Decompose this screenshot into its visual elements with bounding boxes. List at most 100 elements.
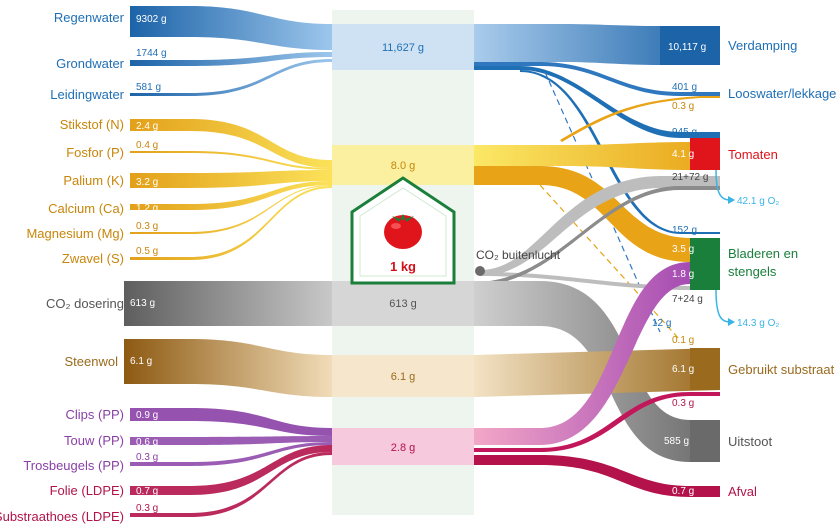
flow-nutrients-substraat	[539, 184, 681, 341]
label-substraat: Gebruikt substraat	[728, 362, 835, 377]
label-grondwater: Grondwater	[56, 56, 125, 71]
value-looswater-nutr: 0.3 g	[672, 101, 694, 112]
value-trosbeugels: 0.3 g	[136, 452, 158, 463]
value-regenwater: 9302 g	[136, 14, 167, 25]
node-uitstoot	[690, 420, 720, 462]
flow-co2-dosering	[124, 281, 332, 326]
co2-outside-label: CO₂ buitenlucht	[476, 248, 561, 262]
value-afval: 0.7 g	[672, 486, 694, 497]
value-bladeren-nutr: 3.5 g	[672, 244, 694, 255]
value-tomaten-water: 945 g	[672, 127, 697, 138]
value-stikstof: 2.4 g	[136, 121, 158, 132]
flow-grondwater	[130, 52, 332, 66]
value-verdamping: 10,117 g	[668, 42, 706, 53]
center-water-box	[332, 24, 474, 70]
flow-nutrients-tomaten	[474, 142, 720, 170]
center-steenwol-value: 6.1 g	[391, 371, 415, 383]
label-trosbeugels: Trosbeugels (PP)	[23, 458, 124, 473]
center-product-value: 1 kg	[390, 259, 416, 274]
label-bladeren-1: Bladeren en	[728, 246, 798, 261]
flow-folie	[130, 445, 332, 495]
node-afval	[690, 486, 720, 497]
flow-steenwol-substraat	[474, 348, 720, 397]
label-verdamping: Verdamping	[728, 38, 797, 53]
flow-steenwol	[124, 339, 332, 397]
label-stikstof: Stikstof (N)	[60, 117, 124, 132]
value-magnesium: 0.3 g	[136, 221, 158, 232]
value-substraat-water: 12 g	[652, 318, 671, 329]
center-co2-value: 613 g	[389, 298, 417, 310]
value-substraat-main: 6.1 g	[672, 364, 694, 375]
label-tomaten: Tomaten	[728, 147, 778, 162]
value-calcium: 1.2 g	[136, 203, 158, 214]
value-palium: 3.2 g	[136, 177, 158, 188]
value-zwavel: 0.5 g	[136, 246, 158, 257]
flow-stikstof	[130, 119, 332, 168]
flow-calcium	[130, 181, 332, 210]
value-tomaten-co2: 21+72 g	[672, 172, 708, 183]
flow-looswater-water	[474, 62, 720, 96]
label-steenwol: Steenwol	[65, 354, 119, 369]
flow-fosfor	[130, 151, 332, 170]
flow-co2-outside-tomaten	[480, 176, 720, 276]
label-clips: Clips (PP)	[65, 407, 124, 422]
value-folie: 0.7 g	[136, 486, 158, 497]
label-folie: Folie (LDPE)	[50, 483, 124, 498]
flow-regenwater	[130, 6, 332, 50]
o2-arrowhead-tomaten	[728, 196, 735, 204]
center-co2-box	[332, 281, 474, 326]
label-uitstoot: Uitstoot	[728, 434, 772, 449]
flow-uitstoot	[474, 281, 720, 462]
node-bladeren	[690, 238, 720, 290]
o2-tomaten: 42.1 g O₂	[737, 196, 779, 207]
label-palium: Palium (K)	[63, 173, 124, 188]
flow-leidingwater	[130, 59, 332, 96]
value-substraathoes: 0.3 g	[136, 503, 158, 514]
o2-arrowhead-bladeren	[728, 318, 735, 326]
flow-zwavel	[130, 186, 332, 260]
value-tomaten-nutr: 4.1 g	[672, 149, 694, 160]
center-nutrient-value: 8.0 g	[391, 160, 415, 172]
value-co2-dosering: 613 g	[130, 298, 155, 309]
center-water-value: 11,627 g	[382, 42, 424, 54]
node-substraat	[690, 348, 720, 390]
label-zwavel: Zwavel (S)	[62, 251, 124, 266]
label-calcium: Calcium (Ca)	[48, 201, 124, 216]
value-bladeren-co2: 7+24 g	[672, 294, 703, 305]
value-uitstoot: 585 g	[664, 436, 689, 447]
label-leidingwater: Leidingwater	[50, 87, 124, 102]
value-looswater: 401 g	[672, 82, 697, 93]
value-clips: 0.9 g	[136, 410, 158, 421]
value-substraat-nutr: 0.1 g	[672, 335, 694, 346]
value-steenwol: 6.1 g	[130, 356, 152, 367]
label-touw: Touw (PP)	[64, 433, 124, 448]
value-leidingwater: 581 g	[136, 82, 161, 93]
label-bladeren-2: stengels	[728, 264, 777, 279]
flow-nutrients-bladeren	[474, 166, 720, 262]
value-touw: 0.6 g	[136, 437, 158, 448]
label-afval: Afval	[728, 484, 757, 499]
flow-clips	[130, 408, 332, 436]
label-regenwater: Regenwater	[54, 10, 125, 25]
flow-touw	[130, 436, 332, 445]
value-fosfor: 0.4 g	[136, 140, 158, 151]
o2-bladeren: 14.3 g O₂	[737, 318, 779, 329]
value-bladeren-plastic: 1.8 g	[672, 269, 694, 280]
label-magnesium: Magnesium (Mg)	[26, 226, 124, 241]
label-substraathoes: Substraathoes (LDPE)	[0, 509, 124, 524]
center-plastic-value: 2.8 g	[391, 442, 415, 454]
flow-palium	[130, 170, 332, 188]
flow-verdamping	[474, 24, 720, 65]
label-fosfor: Fosfor (P)	[66, 145, 124, 160]
center-steenwol-box	[332, 355, 474, 397]
value-grondwater: 1744 g	[136, 48, 167, 59]
center-plastic-box	[332, 428, 474, 465]
tomato-icon	[384, 214, 422, 249]
flow-plastic-afval	[474, 455, 720, 497]
flow-nutrients-looswater	[560, 96, 720, 142]
label-co2-dosering: CO₂ dosering	[46, 296, 124, 311]
o2-arrow-bladeren	[715, 289, 731, 323]
value-substraat-plastic: 0.3 g	[672, 398, 694, 409]
node-tomaten	[690, 138, 720, 170]
